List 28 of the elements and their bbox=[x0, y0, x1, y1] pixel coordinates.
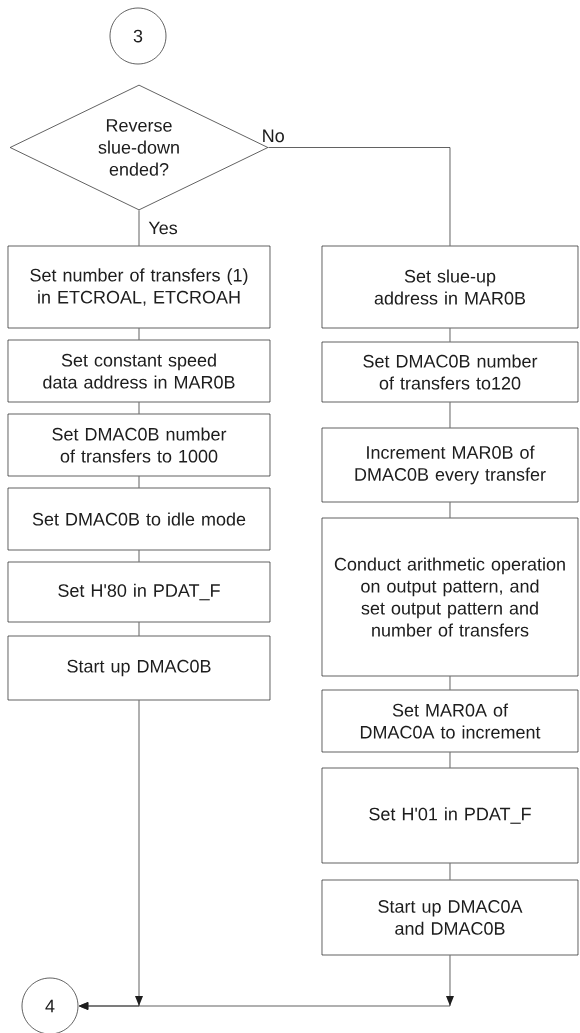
connector-line bbox=[138, 328, 140, 340]
process-box: Set H'80 in PDAT_F bbox=[7, 561, 271, 623]
connector-line bbox=[138, 402, 140, 414]
process-box: Set slue-up address in MAR0B bbox=[321, 245, 579, 329]
process-box: Set number of transfers (1) in ETCROAL, ETCROAH bbox=[7, 245, 271, 329]
connector-line bbox=[449, 863, 451, 880]
connector-line bbox=[449, 402, 451, 428]
process-box: Set MAR0A of DMAC0A to increment bbox=[321, 689, 579, 753]
process-box: Start up DMAC0A and DMAC0B bbox=[321, 879, 579, 956]
process-box: Increment MAR0B of DMAC0B every transfer bbox=[321, 427, 579, 503]
edge-label: Yes bbox=[148, 221, 178, 235]
connector-line bbox=[449, 502, 451, 518]
process-box: Set DMAC0B number of transfers to 1000 bbox=[7, 413, 271, 477]
connector-line bbox=[268, 147, 451, 246]
connector-line bbox=[449, 328, 451, 342]
process-box: Conduct arithmetic operation on output pattern, and set output pattern and number of transfers bbox=[321, 517, 579, 677]
connector-line bbox=[138, 550, 140, 562]
process-box: Set DMAC0B to idle mode bbox=[7, 487, 271, 551]
process-box: Start up DMAC0B bbox=[7, 635, 271, 701]
process-box: Set H'01 in PDAT_F bbox=[321, 767, 579, 864]
process-box: Set DMAC0B number of transfers to120 bbox=[321, 341, 579, 403]
connector-line bbox=[449, 752, 451, 768]
connector-line bbox=[138, 622, 140, 636]
connector-line bbox=[138, 476, 140, 488]
connector-line bbox=[449, 676, 451, 690]
process-box: Set constant speed data address in MAR0B bbox=[7, 339, 271, 403]
connector-line bbox=[138, 210, 140, 246]
arrow bbox=[78, 955, 454, 1010]
